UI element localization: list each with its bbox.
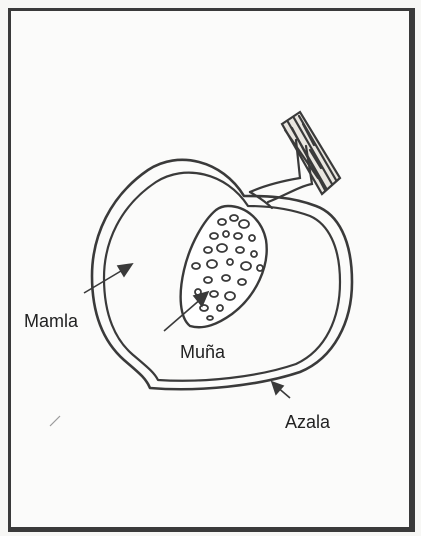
stem — [250, 112, 340, 208]
stray-mark — [50, 416, 60, 426]
label-flesh: Mamla — [24, 312, 78, 330]
label-skin: Azala — [285, 413, 330, 431]
label-seed: Muña — [180, 343, 225, 361]
skin-arrow — [272, 382, 290, 398]
seed — [181, 206, 267, 327]
